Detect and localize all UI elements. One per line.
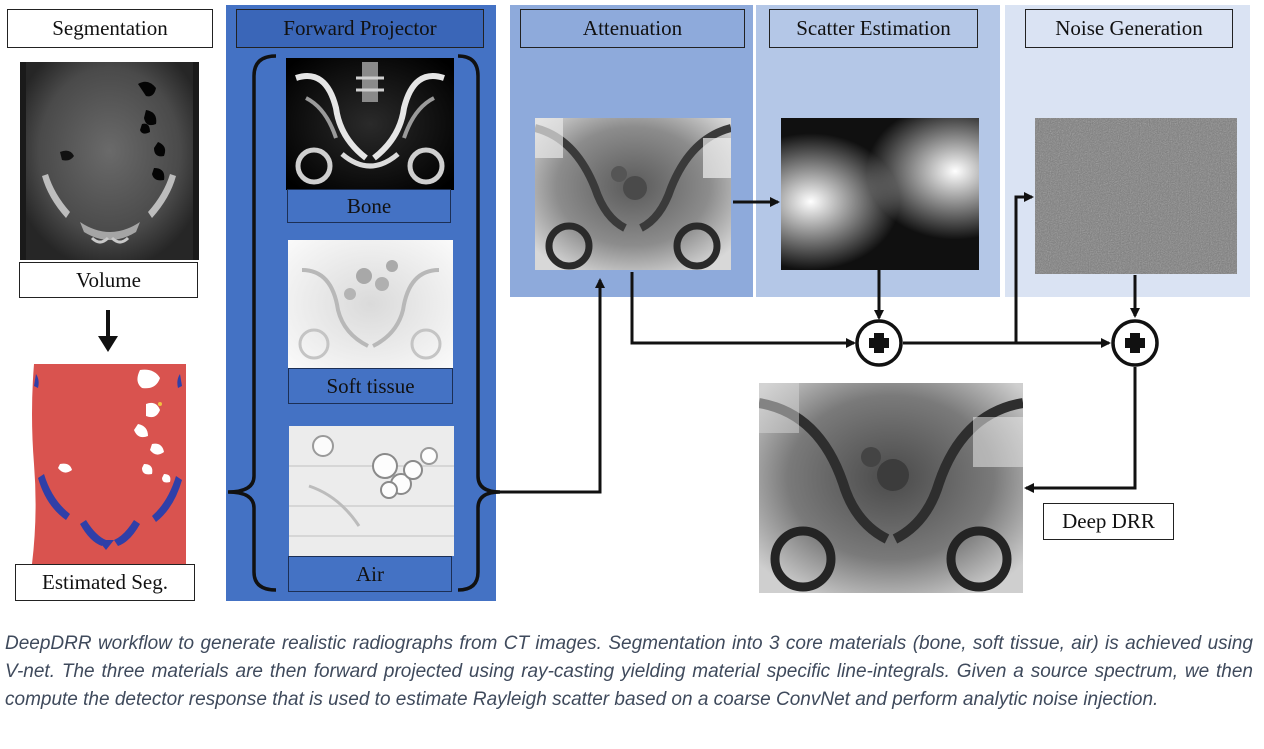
estimated-segmentation-image [20, 364, 200, 564]
attenuation-title: Attenuation [520, 9, 745, 48]
plus-junction-icon [1111, 319, 1159, 367]
soft-tissue-label: Soft tissue [288, 368, 453, 404]
right-brace-icon [457, 54, 501, 592]
segmentation-title: Segmentation [7, 9, 213, 48]
deep-drr-output-image [759, 383, 1023, 593]
volume-label: Volume [19, 262, 198, 298]
plus-junction-icon [855, 319, 903, 367]
bone-projection-image [286, 58, 454, 190]
air-projection-image [289, 426, 454, 556]
figure-caption: DeepDRR workflow to generate realistic r… [5, 633, 1253, 710]
left-brace-icon [227, 54, 277, 592]
down-arrow-icon [98, 310, 118, 352]
sum-to-output-arrow [1024, 367, 1137, 493]
noise-title: Noise Generation [1025, 9, 1233, 48]
scatter-title: Scatter Estimation [769, 9, 978, 48]
deep-drr-label: Deep DRR [1043, 503, 1174, 540]
air-label: Air [288, 556, 452, 592]
ct-volume-image [20, 62, 199, 260]
bone-label: Bone [287, 189, 451, 223]
attenuation-image [535, 118, 731, 270]
noise-image [1035, 118, 1237, 274]
projector-to-attenuation-arrow [500, 278, 605, 494]
attenuation-to-sum-arrow [630, 272, 856, 348]
sum-to-noise-arrow [1014, 192, 1034, 343]
soft-tissue-projection-image [288, 240, 453, 368]
estimated-seg-label: Estimated Seg. [15, 564, 195, 601]
forward-projector-title: Forward Projector [236, 9, 484, 48]
flow-connectors [227, 54, 1159, 592]
scatter-image [781, 118, 979, 270]
